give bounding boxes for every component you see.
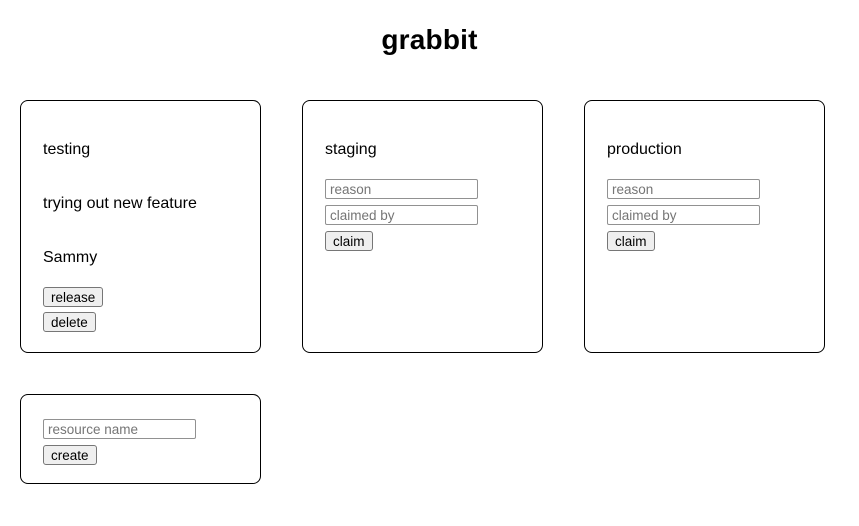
create-button[interactable]: create xyxy=(43,445,97,465)
reason-input[interactable] xyxy=(607,179,760,199)
resource-card-staging: staging claim xyxy=(302,100,543,353)
claimed-by-input-row xyxy=(325,205,520,225)
create-button-row: create xyxy=(43,445,238,465)
claimed-by-input-row xyxy=(607,205,802,225)
resource-name: production xyxy=(607,141,682,158)
reason-input-row xyxy=(325,179,520,199)
claimed-by-input[interactable] xyxy=(325,205,478,225)
page-title: grabbit xyxy=(381,24,478,55)
claim-reason-text: trying out new feature xyxy=(43,195,197,212)
claim-button[interactable]: claim xyxy=(325,231,373,251)
resource-name: staging xyxy=(325,141,377,158)
resource-card-production: production claim xyxy=(584,100,825,353)
reason-input[interactable] xyxy=(325,179,478,199)
release-button-row: release xyxy=(43,287,238,307)
resource-name-input-row xyxy=(43,419,238,439)
claim-button[interactable]: claim xyxy=(607,231,655,251)
claim-button-row: claim xyxy=(607,231,802,251)
create-resource-card: create xyxy=(20,394,261,484)
delete-button-row: delete xyxy=(43,312,238,332)
claimed-by-text: Sammy xyxy=(43,249,98,266)
release-button[interactable]: release xyxy=(43,287,104,307)
resource-name-input[interactable] xyxy=(43,419,196,439)
resource-cards-row: testing trying out new feature Sammy rel… xyxy=(0,100,859,353)
resource-card-testing: testing trying out new feature Sammy rel… xyxy=(20,100,261,353)
delete-button[interactable]: delete xyxy=(43,312,96,332)
reason-input-row xyxy=(607,179,802,199)
claim-button-row: claim xyxy=(325,231,520,251)
claimed-by-input[interactable] xyxy=(607,205,760,225)
resource-name: testing xyxy=(43,141,91,158)
